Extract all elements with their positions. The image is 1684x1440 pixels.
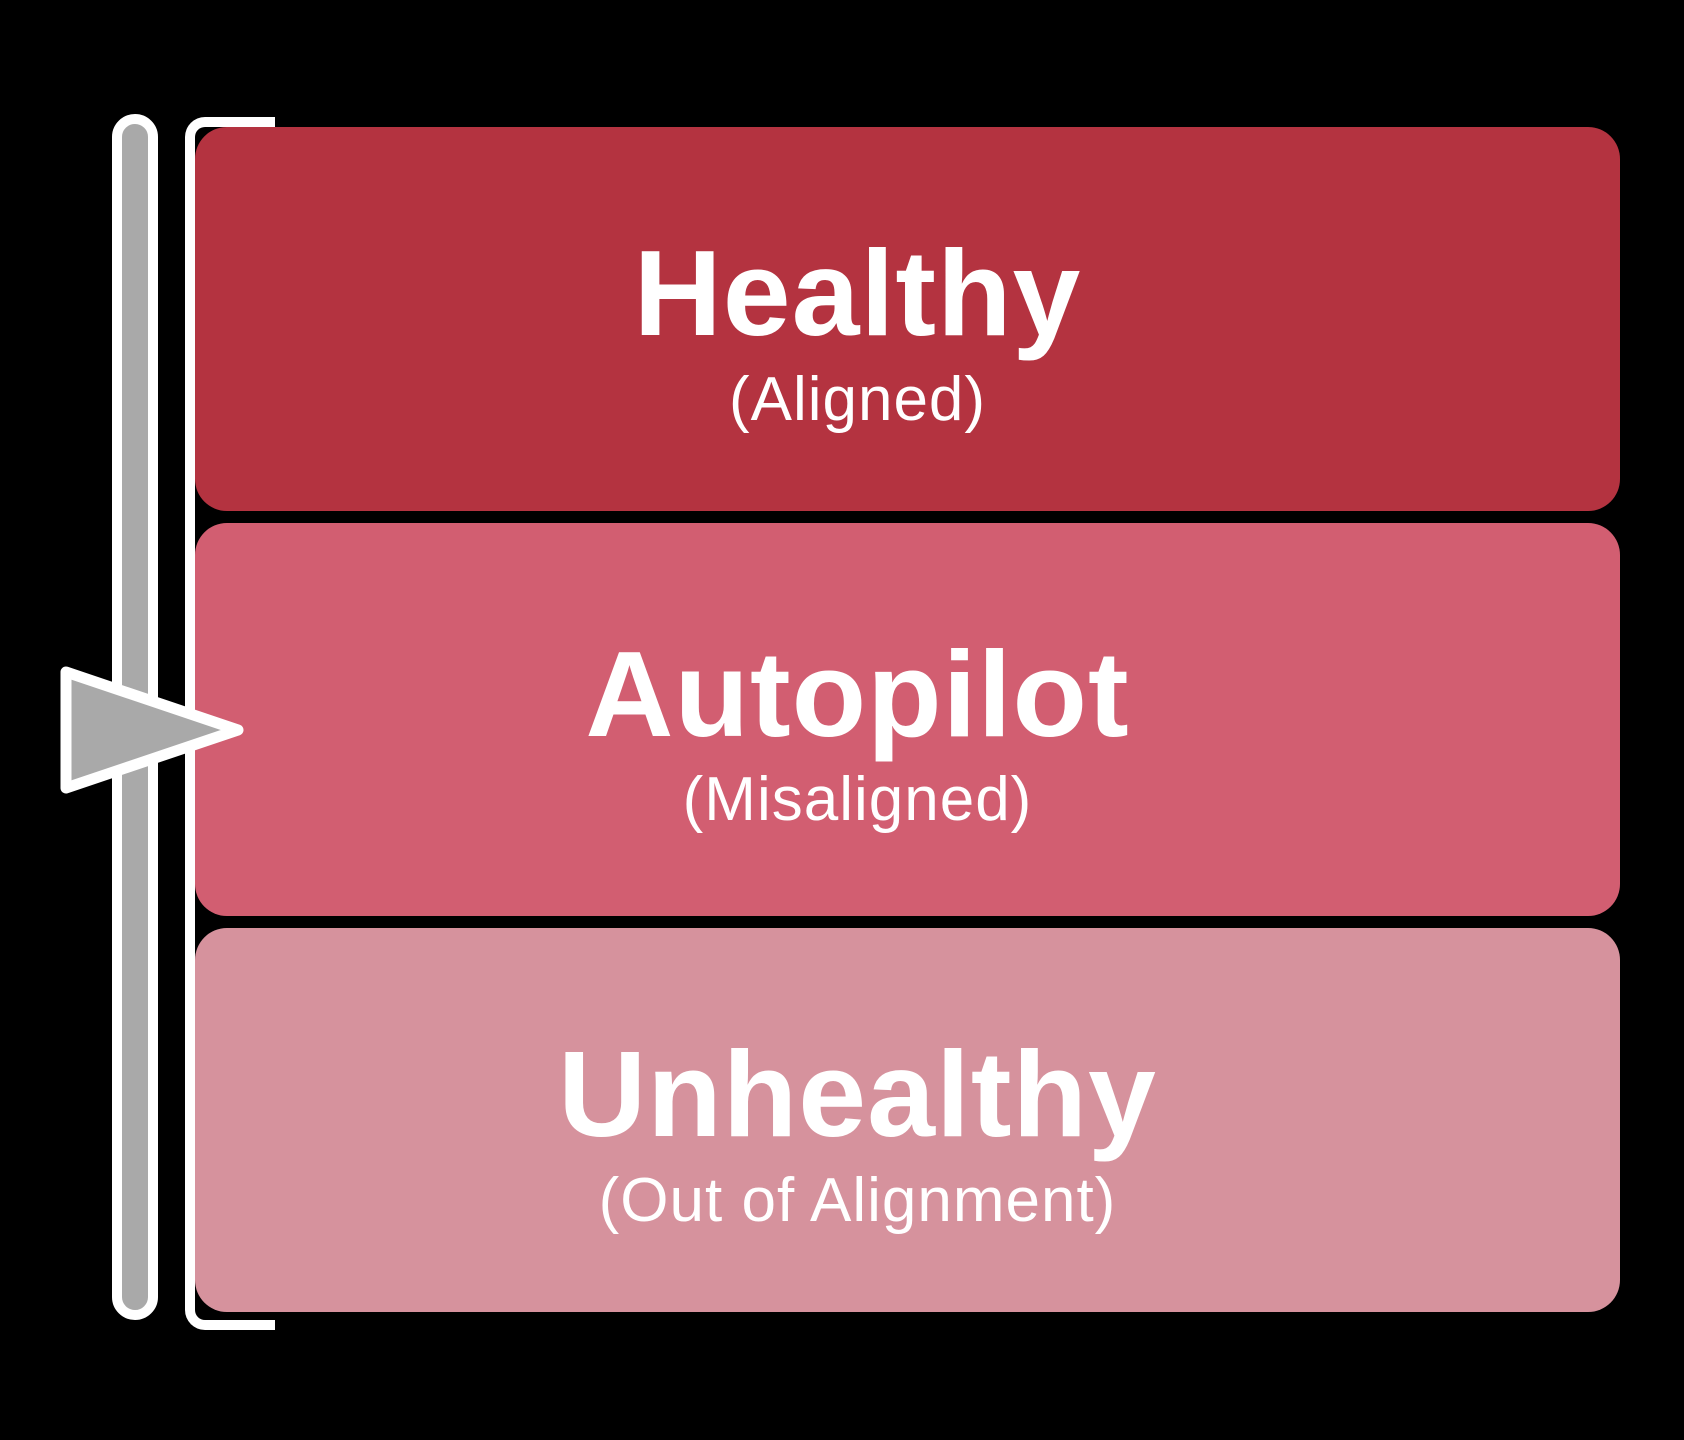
level-subtitle: (Out of Alignment) [598, 1165, 1117, 1235]
level-healthy: Healthy (Aligned) [195, 127, 1620, 511]
level-title: Healthy [633, 225, 1082, 362]
level-autopilot: Autopilot (Misaligned) [195, 523, 1620, 916]
slider-pointer-triangle-icon[interactable] [60, 666, 244, 794]
level-unhealthy: Unhealthy (Out of Alignment) [195, 928, 1620, 1312]
level-subtitle: (Misaligned) [682, 765, 1033, 835]
level-title: Autopilot [585, 625, 1130, 762]
level-title: Unhealthy [558, 1026, 1157, 1163]
slider-pointer[interactable] [52, 652, 252, 808]
level-subtitle: (Aligned) [728, 364, 987, 434]
